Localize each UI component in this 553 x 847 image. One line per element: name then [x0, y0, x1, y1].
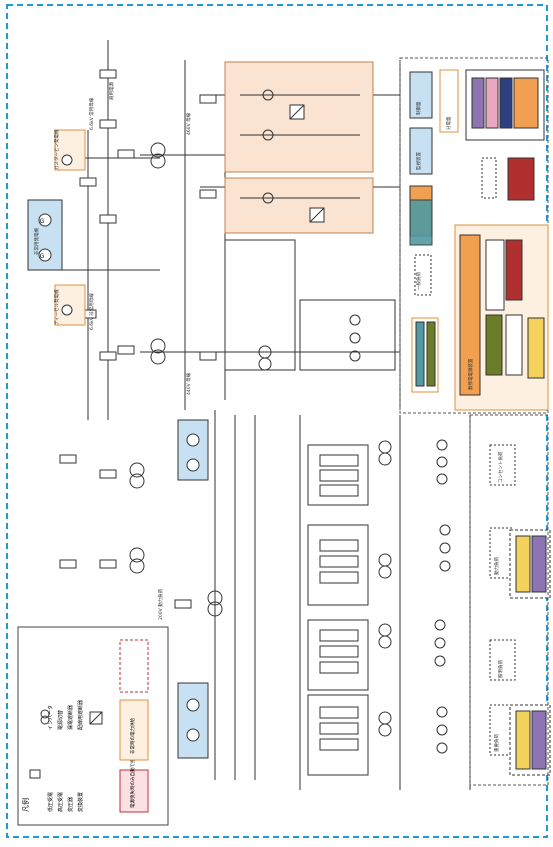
load-group-bottom-2	[509, 704, 551, 776]
legend-item-0: 低圧受電	[47, 792, 54, 812]
bus-label-1: 6.6kV 非常用母線	[88, 293, 95, 330]
transformer-top-2	[150, 338, 166, 365]
source-label-3: ディーゼル発電機	[53, 289, 60, 325]
load-label-3: 重要負荷	[493, 734, 500, 752]
bus-label-0: 6.6kV 常用母線	[88, 97, 95, 130]
legend-item-5: 電源切替	[57, 710, 64, 730]
outer-dashed-frame	[6, 4, 548, 838]
feeder-row-2	[307, 524, 513, 606]
legend-note-0: 電源喪失時のみ自動で投入	[129, 754, 136, 808]
load-group-middle	[411, 224, 549, 411]
bus-labels: 6.6kV 常用母線 6.6kV 非常用母線 460V 母線 440V 母線 2…	[88, 97, 192, 620]
transformer-bus-1	[129, 462, 145, 489]
switch-row-top	[224, 239, 396, 371]
generator-panel-3	[177, 682, 209, 759]
legend-note-dashed	[119, 639, 149, 693]
legend-note-1: 非常時の電力供給	[129, 718, 136, 754]
generator-panel-2	[177, 419, 209, 481]
legend-panel: 凡例 低圧受電 高圧受電 変圧器 変換装置 インバータ 電源切替 漏電遮断器 配…	[17, 626, 169, 826]
load-group-bottom-1	[509, 529, 551, 599]
source-label-2: ガスタービン発電機	[53, 129, 60, 170]
transformer-top-1	[150, 142, 166, 169]
legend-symbol-breaker	[29, 769, 41, 779]
legend-symbol-transformer	[40, 715, 50, 725]
bus-label-3: 440V 母線	[185, 372, 192, 395]
legend-item-6: 漏電遮断器	[67, 705, 74, 730]
legend-note-red	[119, 769, 149, 813]
switchgear-panel-peach-1	[224, 61, 374, 173]
load-group-top	[409, 69, 545, 246]
load-label-0: コンセント負荷	[497, 451, 504, 483]
legend-items: 低圧受電 高圧受電 変圧器 変換装置 インバータ 電源切替 漏電遮断器 配線用遮…	[47, 700, 84, 812]
load-label-4: 一般負荷	[415, 272, 422, 290]
load-label-1: 照明負荷	[497, 660, 504, 678]
svg-text:G: G	[40, 218, 45, 225]
load-labels: コンセント負荷 照明負荷 動力負荷 重要負荷 一般負荷	[415, 272, 504, 752]
bus-label-4: 200V 動力負荷	[157, 588, 164, 620]
legend-item-7: 配線用遮断器	[77, 700, 84, 730]
feeder-row-3	[307, 619, 516, 691]
source-label-1: 非常用発電機	[33, 228, 40, 255]
legend-item-4: インバータ	[47, 705, 54, 730]
legend-item-1: 高圧受電	[57, 792, 64, 812]
transformer-bus-2	[129, 547, 145, 574]
feeder-row-4	[307, 694, 513, 776]
source-label-0: 商用電源	[108, 82, 115, 100]
panel-label-0: 分電盤	[445, 116, 452, 130]
breakers	[59, 69, 217, 609]
generator-small-1	[54, 129, 86, 171]
load-label-2: 動力負荷	[493, 557, 500, 575]
panel-label-1: 制御盤	[415, 101, 422, 115]
bus-label-2: 460V 母線	[185, 112, 192, 135]
generator-small-2	[54, 284, 86, 326]
generator-panel-1: GG	[27, 199, 63, 271]
legend-item-3: 変換装置	[77, 792, 84, 812]
legend-note-orange	[119, 699, 149, 761]
switchgear-panel-peach-2	[224, 177, 374, 234]
right-bottom-dashed-region	[469, 414, 549, 786]
legend-title: 凡例	[21, 798, 30, 812]
legend-symbol-converter	[89, 711, 103, 725]
source-labels: 商用電源 非常用発電機 ガスタービン発電機 ディーゼル発電機	[33, 82, 115, 325]
svg-text:G: G	[40, 253, 45, 260]
panel-label-2: 監視装置	[415, 152, 422, 170]
panel-label-3: 無停電電源装置	[467, 358, 474, 390]
feeder-row-1	[307, 439, 516, 506]
panel-labels: 分電盤 制御盤 監視装置 無停電電源装置	[415, 101, 474, 390]
feeder-main-bus	[214, 410, 471, 790]
legend-item-2: 変圧器	[67, 797, 74, 812]
